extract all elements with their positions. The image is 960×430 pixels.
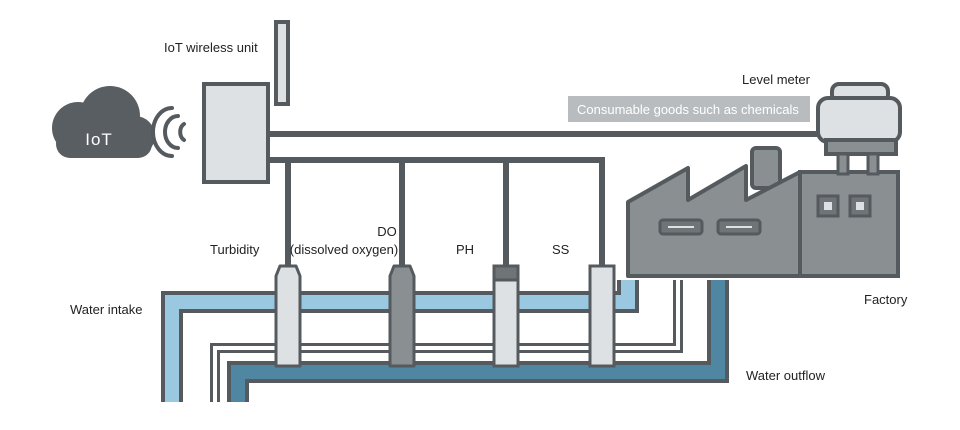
- level-meter-label: Level meter: [742, 72, 811, 87]
- consumables-banner: Consumable goods such as chemicals: [568, 96, 810, 122]
- chemical-tank: [816, 82, 902, 176]
- sensor-turbidity: [274, 264, 302, 368]
- water-outflow-label: Water outflow: [746, 368, 826, 383]
- do-label-line2: (dissolved oxygen): [290, 242, 398, 257]
- iot-cloud-label: IoT: [85, 130, 113, 149]
- water-intake-label: Water intake: [70, 302, 143, 317]
- do-label-line1: DO: [377, 224, 397, 239]
- factory-label: Factory: [864, 292, 908, 307]
- sensor-do: [388, 264, 416, 368]
- ss-label: SS: [552, 242, 570, 257]
- cables: [268, 131, 818, 266]
- factory-building: [626, 146, 900, 278]
- turbidity-label: Turbidity: [210, 242, 260, 257]
- wireless-signal-icon: [151, 106, 186, 158]
- outflow-pipe: [227, 280, 729, 402]
- sensor-ss: [588, 264, 616, 368]
- middle-pipe: [210, 280, 683, 402]
- ph-label: PH: [456, 242, 474, 257]
- wireless-unit: [202, 20, 290, 184]
- iot-cloud-icon: IoT: [52, 86, 155, 158]
- sensor-ph: [492, 264, 520, 368]
- wireless-unit-label: IoT wireless unit: [164, 40, 258, 55]
- consumables-label: Consumable goods such as chemicals: [577, 102, 799, 117]
